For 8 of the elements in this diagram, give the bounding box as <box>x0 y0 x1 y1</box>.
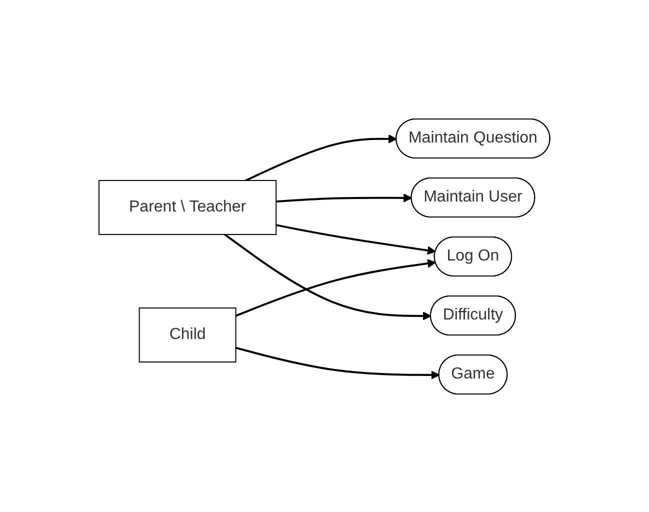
arrow <box>236 346 440 379</box>
arrow <box>236 258 436 316</box>
arrow <box>224 233 432 320</box>
node-box: Parent \ Teacher <box>98 180 277 234</box>
arrow <box>245 134 398 181</box>
node-box: Child <box>138 307 236 362</box>
arrow <box>276 193 412 202</box>
arrow <box>276 224 436 254</box>
